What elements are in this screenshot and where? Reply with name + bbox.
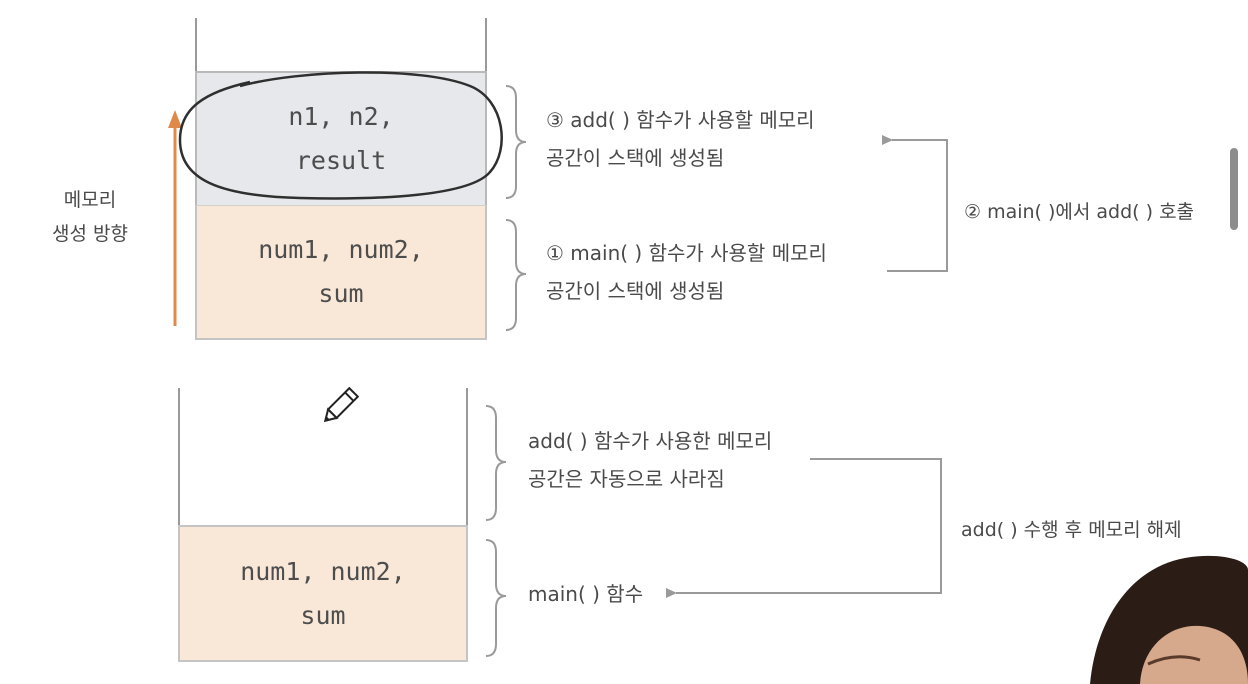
brace-main-top <box>505 219 527 331</box>
growth-arrow-head <box>168 110 182 128</box>
main-stack-frame-bottom: num1, num2, sum <box>178 525 468 662</box>
top-stack-left-wall <box>195 18 197 72</box>
main-frame-note-line1: ① main( ) 함수가 사용할 메모리 <box>546 241 827 265</box>
main-frame-note-line2: 공간이 스택에 생성됨 <box>546 279 725 303</box>
add-frame-vars-line2: result <box>295 146 387 175</box>
memory-growth-label-line2: 생성 방향 <box>52 223 128 245</box>
freed-memory-note: add( ) 함수가 사용한 메모리 공간은 자동으로 사라짐 <box>528 422 772 498</box>
memory-growth-label: 메모리 생성 방향 <box>40 183 140 251</box>
bottom-stack-left-wall <box>178 388 180 528</box>
presenter-avatar <box>1090 555 1248 684</box>
call-label: ② main( )에서 add( ) 호출 <box>964 201 1195 223</box>
bottom-main-frame-vars-line1: num1, num2, <box>240 556 406 586</box>
brace-add-top <box>505 85 527 199</box>
freed-memory-note-line2: 공간은 자동으로 사라짐 <box>528 467 725 491</box>
add-frame-note-line2: 공간이 스택에 생성됨 <box>546 146 725 170</box>
main-frame-vars-line2: sum <box>318 279 364 308</box>
main-stack-frame-top: num1, num2, sum <box>195 205 487 340</box>
add-stack-frame: n1, n2, result <box>195 71 487 205</box>
release-label: add( ) 수행 후 메모리 해제 <box>961 519 1182 541</box>
pencil-cursor-icon <box>323 386 360 423</box>
memory-growth-label-line1: 메모리 <box>63 189 117 211</box>
add-frame-note: ③ add( ) 함수가 사용할 메모리 공간이 스택에 생성됨 <box>546 101 815 177</box>
call-connector <box>882 135 948 272</box>
bottom-stack-right-wall <box>466 388 468 528</box>
add-frame-vars-line1: n1, n2, <box>288 102 394 131</box>
bottom-main-frame-vars-line2: sum <box>300 600 346 630</box>
main-frame-note: ① main( ) 함수가 사용할 메모리 공간이 스택에 생성됨 <box>546 234 827 310</box>
main-function-label: main( ) 함수 <box>528 582 644 606</box>
scrollbar-thumb[interactable] <box>1230 148 1238 230</box>
brace-main-bottom <box>485 539 507 657</box>
add-frame-note-line1: ③ add( ) 함수가 사용할 메모리 <box>546 108 815 132</box>
main-frame-vars-line1: num1, num2, <box>258 235 424 264</box>
freed-memory-note-line1: add( ) 함수가 사용한 메모리 <box>528 429 773 453</box>
brace-freed-bottom <box>485 405 507 521</box>
top-stack-right-wall <box>485 18 487 72</box>
